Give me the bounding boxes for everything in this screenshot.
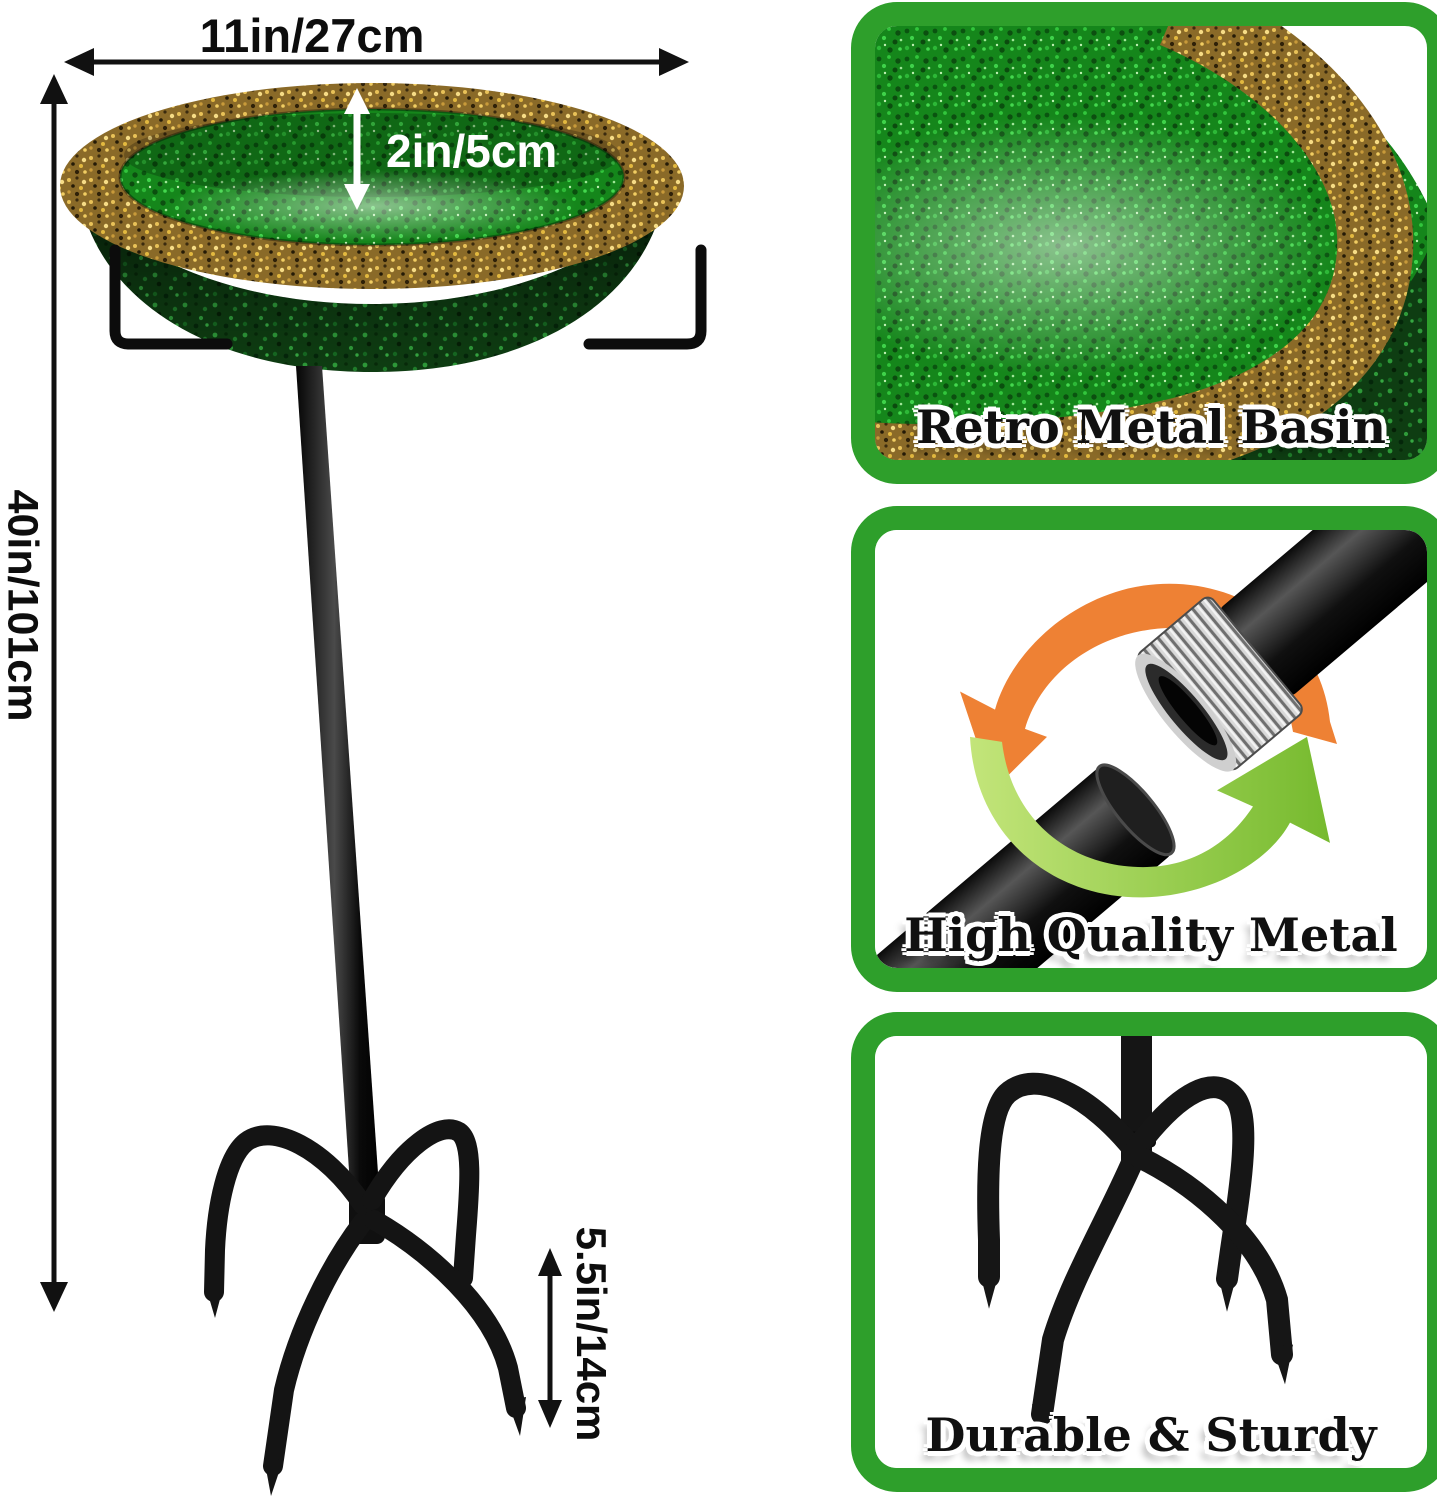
dimension-diagram — [40, 48, 707, 1496]
height-dimension-label: 40in/101cm — [0, 489, 47, 722]
width-dimension-label: 11in/27cm — [199, 9, 425, 62]
threaded-pole-illustration — [875, 530, 1427, 968]
threaded-connector — [1135, 530, 1427, 772]
panel-label-basin: Retro Metal Basin — [916, 400, 1386, 454]
feature-panel-metal: High Quality Metal — [851, 506, 1437, 992]
stake-dimension-label: 5.5in/14cm — [568, 1226, 615, 1442]
height-arrow — [40, 74, 68, 1312]
stand-pole — [296, 366, 381, 1216]
panel-label-metal: High Quality Metal — [904, 908, 1398, 962]
feature-panel-basin: Retro Metal Basin — [851, 2, 1437, 484]
basin-bowl — [60, 83, 684, 372]
width-arrow — [64, 48, 689, 76]
feature-panel-sturdy: Durable & Sturdy — [851, 1012, 1437, 1492]
prong-tips — [205, 1270, 526, 1496]
basin-closeup-illustration — [875, 26, 1427, 460]
panel-label-sturdy: Durable & Sturdy — [925, 1408, 1377, 1462]
prong-tips — [979, 1268, 1293, 1447]
basin-holder-brackets — [109, 244, 707, 350]
stake-arrow — [538, 1248, 562, 1428]
rotate-arrow-green-icon — [970, 736, 1330, 898]
stake-prongs-icon — [977, 1072, 1293, 1426]
stake-prongs-illustration — [875, 1036, 1427, 1468]
depth-arrow — [344, 88, 370, 210]
gold-rim-band — [875, 26, 1414, 460]
depth-dimension-label: 2in/5cm — [386, 125, 558, 177]
